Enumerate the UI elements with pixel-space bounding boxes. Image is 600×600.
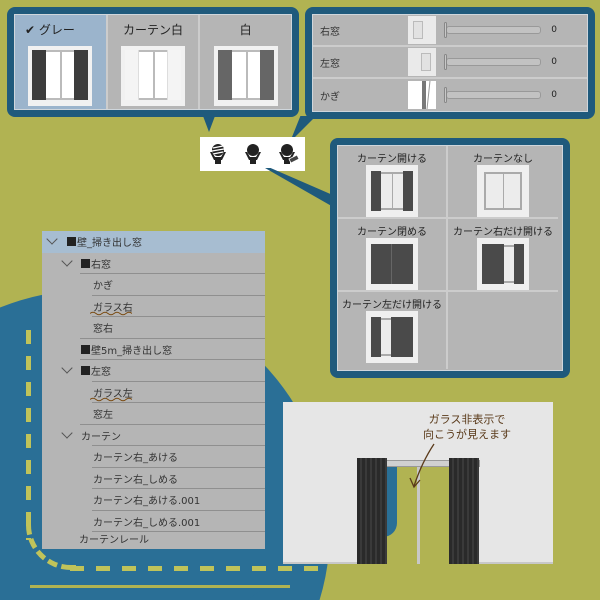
slider-label: かぎ [320, 91, 340, 103]
collection-icon [81, 258, 90, 268]
outliner-item[interactable]: ガラス左 [42, 382, 265, 403]
slider-value: 0 [551, 25, 557, 35]
annotation-text: ガラス非表示で 向こうが見えます [423, 413, 511, 441]
preset-no-curtain[interactable]: カーテンなし [448, 146, 558, 219]
chevron-down-icon[interactable] [46, 233, 58, 245]
window-frame [417, 467, 420, 564]
slider-row-right-window: 右窓 0 [313, 15, 587, 47]
outliner-item[interactable]: 窓左 [42, 403, 265, 425]
hand-holding-ball-with-items-icon[interactable] [277, 142, 300, 166]
outliner-item[interactable]: 右窓 [42, 253, 265, 274]
slider-row-lock: かぎ 0 [313, 79, 587, 111]
outliner-item[interactable]: 壁5m_掃き出し窓 [42, 339, 265, 360]
slider-handle[interactable] [444, 22, 447, 38]
background-stripe [30, 585, 290, 588]
preset-label: カーテン右だけ開ける [453, 227, 553, 238]
annotation-arrow-icon [409, 443, 435, 489]
hand-holding-ball-icon[interactable] [242, 142, 264, 166]
slider-track[interactable] [446, 91, 541, 99]
addon-icon-bar [200, 137, 305, 171]
left-window-thumbnail [408, 48, 436, 76]
color-thumbnail [28, 46, 93, 106]
slider-value: 0 [551, 57, 557, 67]
chevron-down-icon[interactable] [61, 255, 73, 267]
window-slider-panel: 右窓 0 左窓 0 かぎ 0 [305, 7, 595, 119]
collection-icon [81, 366, 90, 376]
outliner-panel: 壁_掃き出し窓 右窓 かぎ ガラス右 窓右 壁5m_掃き出し窓 左窓 ガラス左 … [42, 231, 265, 549]
lock-thumbnail [408, 81, 436, 109]
spellcheck-squiggle [90, 397, 132, 402]
preset-label: カーテン開ける [357, 154, 427, 165]
spellcheck-squiggle [90, 311, 132, 316]
outliner-item[interactable]: 左窓 [42, 360, 265, 382]
preset-curtain-open[interactable]: カーテン開ける [338, 146, 448, 219]
color-thumbnail [213, 46, 278, 106]
outliner-item[interactable]: 窓右 [42, 317, 265, 339]
preset-empty-cell [448, 292, 558, 369]
chevron-down-icon[interactable] [61, 427, 73, 439]
outliner-item[interactable]: カーテン右_あける.001 [42, 489, 265, 511]
callout-pointer [203, 116, 215, 132]
slider-handle[interactable] [444, 87, 447, 103]
render-preview: ガラス非表示で 向こうが見えます [283, 402, 553, 564]
right-window-thumbnail [408, 16, 436, 44]
slider-track[interactable] [446, 58, 541, 66]
collection-icon [81, 344, 90, 354]
outliner-item[interactable]: カーテン右_しめる.001 [42, 511, 265, 532]
preset-thumbnail [477, 238, 529, 290]
dashed-path-horizontal [70, 566, 330, 571]
curtain-right [449, 458, 479, 564]
check-icon: ✔ [25, 23, 36, 37]
color-option-white[interactable]: 白 [200, 15, 291, 109]
preset-curtain-left-open[interactable]: カーテン左だけ開ける [338, 292, 448, 369]
preset-curtain-close[interactable]: カーテン閉める [338, 219, 448, 292]
hand-holding-striped-ball-icon[interactable] [207, 142, 229, 166]
preset-thumbnail [477, 165, 529, 217]
slider-handle[interactable] [444, 54, 447, 70]
outliner-item[interactable]: 壁_掃き出し窓 [42, 231, 265, 253]
slider-label: 左窓 [320, 58, 340, 70]
preset-label: カーテン閉める [357, 227, 427, 238]
outliner-item[interactable]: カーテン [42, 425, 265, 446]
color-option-label: 白 [239, 23, 252, 37]
color-option-curtain-white[interactable]: カーテン白 [108, 15, 201, 109]
collection-icon [67, 237, 76, 247]
outliner-item[interactable]: かぎ [42, 274, 265, 296]
color-option-gray[interactable]: ✔ グレー [15, 15, 108, 109]
outliner-item[interactable]: カーテンレール [79, 535, 149, 547]
curtain-left [357, 458, 387, 564]
chevron-down-icon[interactable] [61, 362, 73, 374]
slider-row-left-window: 左窓 0 [313, 47, 587, 79]
outliner-item[interactable]: カーテン右_しめる [42, 468, 265, 489]
curtain-color-panel: ✔ グレー カーテン白 白 [7, 7, 299, 117]
preset-thumbnail [366, 238, 418, 290]
outliner-item[interactable]: カーテン右_あける [42, 446, 265, 468]
slider-track[interactable] [446, 26, 541, 34]
callout-pointer [265, 168, 335, 208]
color-option-label: カーテン白 [123, 23, 184, 37]
dashed-path-vertical [26, 330, 31, 540]
color-thumbnail [121, 46, 185, 106]
curtain-preset-panel: カーテン開ける カーテンなし カーテン閉める カーテン右だけ開ける カーテン左だ… [330, 138, 570, 378]
color-option-label: ✔ グレー [25, 23, 75, 37]
outliner-item[interactable]: ガラス右 [42, 296, 265, 317]
slider-label: 右窓 [320, 26, 340, 38]
slider-value: 0 [551, 90, 557, 100]
preset-thumbnail [366, 165, 418, 217]
preset-label: カーテンなし [473, 154, 533, 165]
preset-label: カーテン左だけ開ける [342, 300, 442, 311]
preset-curtain-right-open[interactable]: カーテン右だけ開ける [448, 219, 558, 292]
preset-thumbnail [366, 311, 418, 363]
